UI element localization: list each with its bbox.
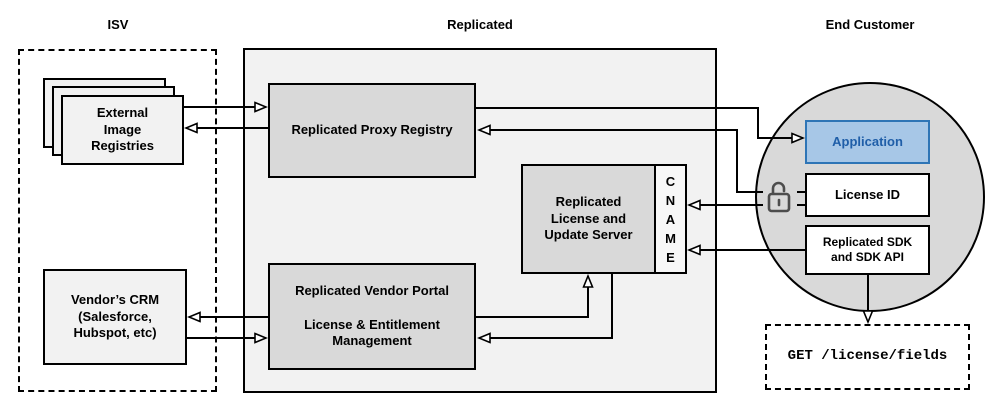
- replicated-section-label: Replicated: [447, 17, 513, 32]
- isv-section-label: ISV: [107, 17, 129, 32]
- replicated-proxy-registry-node: Replicated Proxy Registry: [268, 83, 476, 178]
- external-image-registries-node: External Image Registries: [61, 95, 184, 165]
- vendors-crm-node: Vendor’s CRM (Salesforce, Hubspot, etc): [43, 269, 187, 365]
- application-node: Application: [805, 120, 930, 164]
- edge-proxy-to-application: [476, 107, 803, 138]
- replicated-vendor-portal-node: Replicated Vendor Portal License & Entit…: [268, 263, 476, 370]
- isv-section-box: [18, 49, 217, 392]
- cname-node: C N A M E: [654, 164, 687, 274]
- replicated-sdk-node: Replicated SDK and SDK API: [805, 225, 930, 275]
- end-customer-section-label: End Customer: [825, 17, 915, 32]
- replicated-license-update-server-node: Replicated License and Update Server: [521, 164, 656, 274]
- edge-portal-to-update-server: [476, 276, 588, 318]
- get-license-fields-node: GET /license/fields: [765, 324, 970, 390]
- edge-update-server-to-portal: [479, 273, 613, 338]
- unlocked-padlock-icon: [763, 176, 797, 216]
- license-id-node: License ID: [805, 173, 930, 217]
